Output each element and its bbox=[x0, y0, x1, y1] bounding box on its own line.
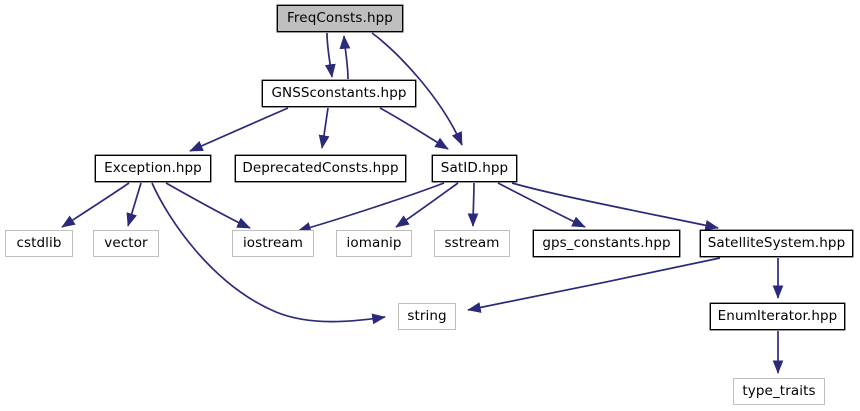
edge-satellitesystem-to-string bbox=[467, 257, 721, 313]
node-label: GNSSconstants.hpp bbox=[271, 84, 407, 101]
edge-satid-to-satellitesystem bbox=[511, 182, 719, 231]
node-label: cstdlib bbox=[16, 234, 62, 251]
node-sstream[interactable]: sstream bbox=[434, 230, 510, 257]
edge-freqconsts-to-gnssconstants bbox=[324, 32, 336, 78]
node-satid[interactable]: SatID.hpp bbox=[432, 155, 517, 182]
edge-freqconsts-to-satid bbox=[371, 32, 463, 146]
edge-exception-to-iostream bbox=[165, 182, 251, 229]
node-label: type_traits bbox=[742, 382, 816, 399]
edge-gnssconstants-to-freqconsts bbox=[339, 35, 351, 80]
node-freqconsts[interactable]: FreqConsts.hpp bbox=[277, 5, 403, 32]
edge-gnssconstants-to-satid bbox=[379, 107, 449, 150]
edge-satid-to-iomanip bbox=[395, 182, 459, 228]
edges bbox=[61, 32, 784, 374]
node-label: gps_constants.hpp bbox=[542, 234, 671, 251]
node-exception[interactable]: Exception.hpp bbox=[95, 155, 211, 182]
node-label: SatID.hpp bbox=[440, 159, 509, 176]
node-enumiterator[interactable]: EnumIterator.hpp bbox=[710, 303, 845, 330]
node-vector[interactable]: vector bbox=[93, 230, 159, 257]
edge-exception-to-cstdlib bbox=[61, 182, 130, 228]
edge-exception-to-vector bbox=[126, 182, 142, 227]
edge-satid-to-sstream bbox=[467, 182, 479, 227]
edge-exception-to-string bbox=[151, 182, 386, 325]
node-string[interactable]: string bbox=[398, 303, 456, 330]
node-label: iomanip bbox=[346, 234, 402, 251]
node-gnssconstants[interactable]: GNSSconstants.hpp bbox=[262, 80, 416, 107]
node-gpsconstants[interactable]: gps_constants.hpp bbox=[533, 230, 680, 257]
node-label: FreqConsts.hpp bbox=[287, 9, 393, 26]
node-iostream[interactable]: iostream bbox=[232, 230, 314, 257]
node-label: sstream bbox=[444, 234, 500, 251]
node-label: SatelliteSystem.hpp bbox=[707, 234, 846, 251]
node-satellitesystem[interactable]: SatelliteSystem.hpp bbox=[700, 230, 853, 257]
node-typetraits[interactable]: type_traits bbox=[733, 378, 825, 405]
node-cstdlib[interactable]: cstdlib bbox=[5, 230, 73, 257]
node-label: Exception.hpp bbox=[104, 159, 202, 176]
node-iomanip[interactable]: iomanip bbox=[336, 230, 412, 257]
edge-gnssconstants-to-deprecated bbox=[318, 107, 330, 149]
edge-gnssconstants-to-exception bbox=[189, 107, 289, 152]
edge-satid-to-gpsconstants bbox=[497, 182, 586, 228]
node-deprecated[interactable]: DeprecatedConsts.hpp bbox=[235, 155, 406, 182]
edge-satid-to-iostream bbox=[297, 182, 445, 233]
node-label: DeprecatedConsts.hpp bbox=[242, 159, 399, 176]
node-label: iostream bbox=[242, 234, 304, 251]
node-label: string bbox=[407, 307, 447, 324]
node-label: EnumIterator.hpp bbox=[717, 307, 838, 324]
node-label: vector bbox=[104, 234, 148, 251]
